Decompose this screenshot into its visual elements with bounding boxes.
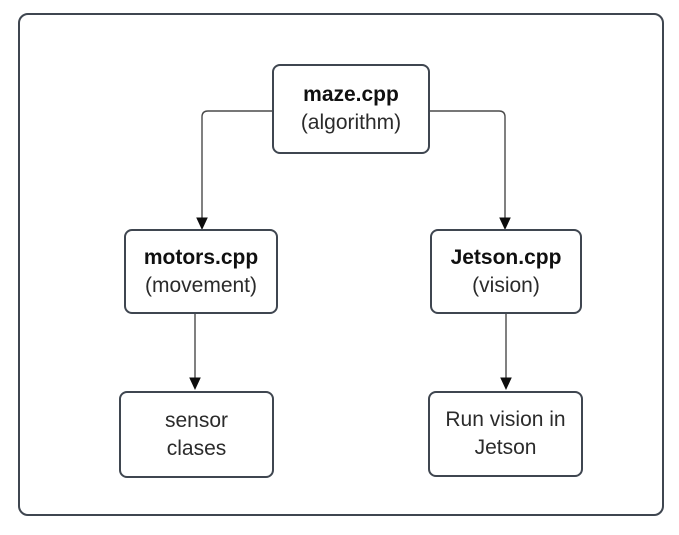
node-run-vision-in-jetson: Run vision in Jetson	[428, 391, 583, 477]
node-sensor-line2: clases	[166, 436, 227, 460]
node-motors-cpp: motors.cpp (movement)	[124, 229, 278, 314]
node-motors-subtitle: (movement)	[144, 273, 258, 297]
node-sensor-line1: sensor	[164, 408, 229, 432]
node-run-vision-line1: Run vision in	[445, 408, 566, 431]
node-maze-cpp: maze.cpp (algorithm)	[272, 64, 430, 154]
node-maze-subtitle: (algorithm)	[300, 111, 402, 134]
node-jetson-subtitle: (vision)	[472, 273, 540, 297]
node-jetson-cpp: Jetson.cpp (vision)	[430, 229, 582, 314]
node-jetson-title: Jetson.cpp	[450, 245, 562, 269]
node-motors-title: motors.cpp	[143, 245, 259, 269]
node-maze-title: maze.cpp	[303, 83, 399, 106]
node-sensor-clases: sensor clases	[119, 391, 274, 478]
node-run-vision-line2: Jetson	[474, 436, 537, 459]
